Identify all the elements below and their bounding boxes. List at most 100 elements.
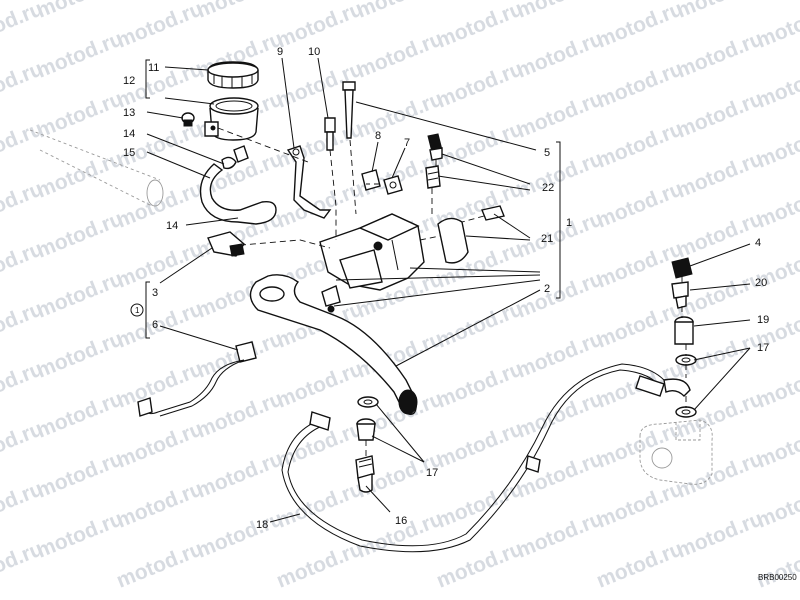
watermark-text: motod.ru <box>513 87 606 142</box>
watermark-text: motod.ru <box>593 477 686 532</box>
watermark-text: motod.ru <box>673 87 766 142</box>
slave-cylinder-outline <box>639 419 713 485</box>
watermark-text: motod.ru <box>33 447 126 502</box>
callout-17b: 17 <box>757 342 769 354</box>
handlebar-clamp <box>437 205 505 264</box>
watermark-text: motod.ru <box>33 267 126 322</box>
watermark-text: motod.ru <box>673 27 766 82</box>
watermark-text: motod.ru <box>433 297 526 352</box>
sealing-washers <box>356 354 697 441</box>
callout-14a: 14 <box>123 128 135 140</box>
lever-nut <box>383 175 403 195</box>
callout-20: 20 <box>755 277 767 289</box>
leader-lines <box>146 57 751 523</box>
watermark-text: motod.ru <box>273 177 366 232</box>
reservoir-hose <box>199 163 277 225</box>
callout-13: 13 <box>123 107 135 119</box>
watermark-text: motod.ru <box>433 357 526 412</box>
callout-22: 22 <box>542 182 554 194</box>
watermark-text: motod.ru <box>273 477 366 532</box>
callout-12: 12 <box>123 75 135 87</box>
master-cylinder <box>319 213 425 291</box>
watermark-text: motod.ru <box>433 537 526 592</box>
watermark-text: motod.ru <box>33 147 126 202</box>
callout-2: 2 <box>544 283 550 295</box>
callout-18: 18 <box>256 519 268 531</box>
watermark-text: motod.ru <box>433 117 526 172</box>
watermark-text: motod.ru <box>433 0 526 53</box>
hydraulic-hose <box>281 363 691 553</box>
pivot-pin <box>342 81 356 139</box>
watermark-text: motod.ru <box>673 447 766 502</box>
callout-15: 15 <box>123 147 135 159</box>
watermark-text: motod.ru <box>33 27 126 82</box>
watermark-text: motod.ru <box>0 177 46 232</box>
callout-16: 16 <box>395 515 407 527</box>
watermark-text: motod.ru <box>193 0 286 23</box>
watermark-text: motod.ru <box>113 357 206 412</box>
circled-1-marker <box>130 303 144 317</box>
watermark-text: motod.ru <box>0 297 46 352</box>
watermark-text: motod.ru <box>33 0 126 23</box>
bracket-bolt <box>324 117 336 151</box>
callout-1: 1 <box>566 217 572 229</box>
callout-9: 9 <box>277 46 283 58</box>
watermark-text: motod.ru <box>33 327 126 382</box>
watermark-text: motod.ru <box>33 507 126 562</box>
watermark-text: motod.ru <box>113 0 206 53</box>
watermark-text: motod.ru <box>193 507 286 562</box>
watermark-text: motod.ru <box>593 537 686 592</box>
watermark-text: motod.ru <box>513 27 606 82</box>
watermark-text: motod.ru <box>0 357 46 412</box>
callout-19: 19 <box>757 314 769 326</box>
callout-10: 10 <box>308 46 320 58</box>
callout-11: 11 <box>148 62 159 74</box>
group-bracket-right <box>556 141 561 299</box>
watermark-text: motod.ru <box>593 57 686 112</box>
callout-5: 5 <box>544 147 550 159</box>
callout-6: 6 <box>152 319 158 331</box>
watermark-text: motod.ru <box>753 537 800 592</box>
group-bracket-left-bottom <box>145 281 150 339</box>
group-bracket-left-top <box>145 59 150 99</box>
watermark-text: motod.ru <box>673 207 766 262</box>
watermark-text: motod.ru <box>513 507 606 562</box>
watermark-text: motod.ru <box>273 0 366 53</box>
watermark-text: motod.ru <box>33 387 126 442</box>
watermark-text: motod.ru <box>673 507 766 562</box>
callout-labels: 11 12 13 14 15 14 3 1 6 9 10 8 7 5 22 1 … <box>123 46 797 582</box>
bleed-valve <box>671 281 689 309</box>
watermark-text: motod.ru <box>593 177 686 232</box>
watermark-text: motod.ru <box>433 477 526 532</box>
bleed-screw-upper <box>427 133 443 161</box>
watermark-text: motod.ru <box>593 297 686 352</box>
banjo-bolt <box>355 455 375 493</box>
callout-8: 8 <box>375 130 381 142</box>
callout-14b: 14 <box>166 220 178 232</box>
callout-4: 4 <box>755 237 761 249</box>
reservoir-body <box>204 97 259 141</box>
grommet <box>181 112 195 127</box>
watermark-text: motod.ru <box>0 417 46 472</box>
watermark-text: motod.ru <box>273 537 366 592</box>
watermark-text: motod.ru <box>673 0 766 23</box>
watermark-text: motod.ru <box>113 477 206 532</box>
callout-17a: 17 <box>426 467 438 479</box>
watermark-text: motod.ru <box>113 537 206 592</box>
watermark-text: motod.ru <box>113 297 206 352</box>
watermark-text: motod.ru <box>513 0 606 23</box>
watermark-text: motod.ru <box>593 117 686 172</box>
watermark-text: motod.ru <box>0 117 46 172</box>
watermark-text: motod.ru <box>433 57 526 112</box>
banjo-fitting <box>207 231 245 257</box>
watermark-text: motod.ru <box>193 447 286 502</box>
watermark-text: motod.ru <box>0 237 46 292</box>
watermark-text: motod.ru <box>0 537 46 592</box>
slave-fitting <box>674 316 694 345</box>
bushing <box>361 169 381 191</box>
watermark-text: motod.ru <box>513 387 606 442</box>
assembly-axes <box>217 127 687 458</box>
handlebar-outline <box>29 129 164 207</box>
